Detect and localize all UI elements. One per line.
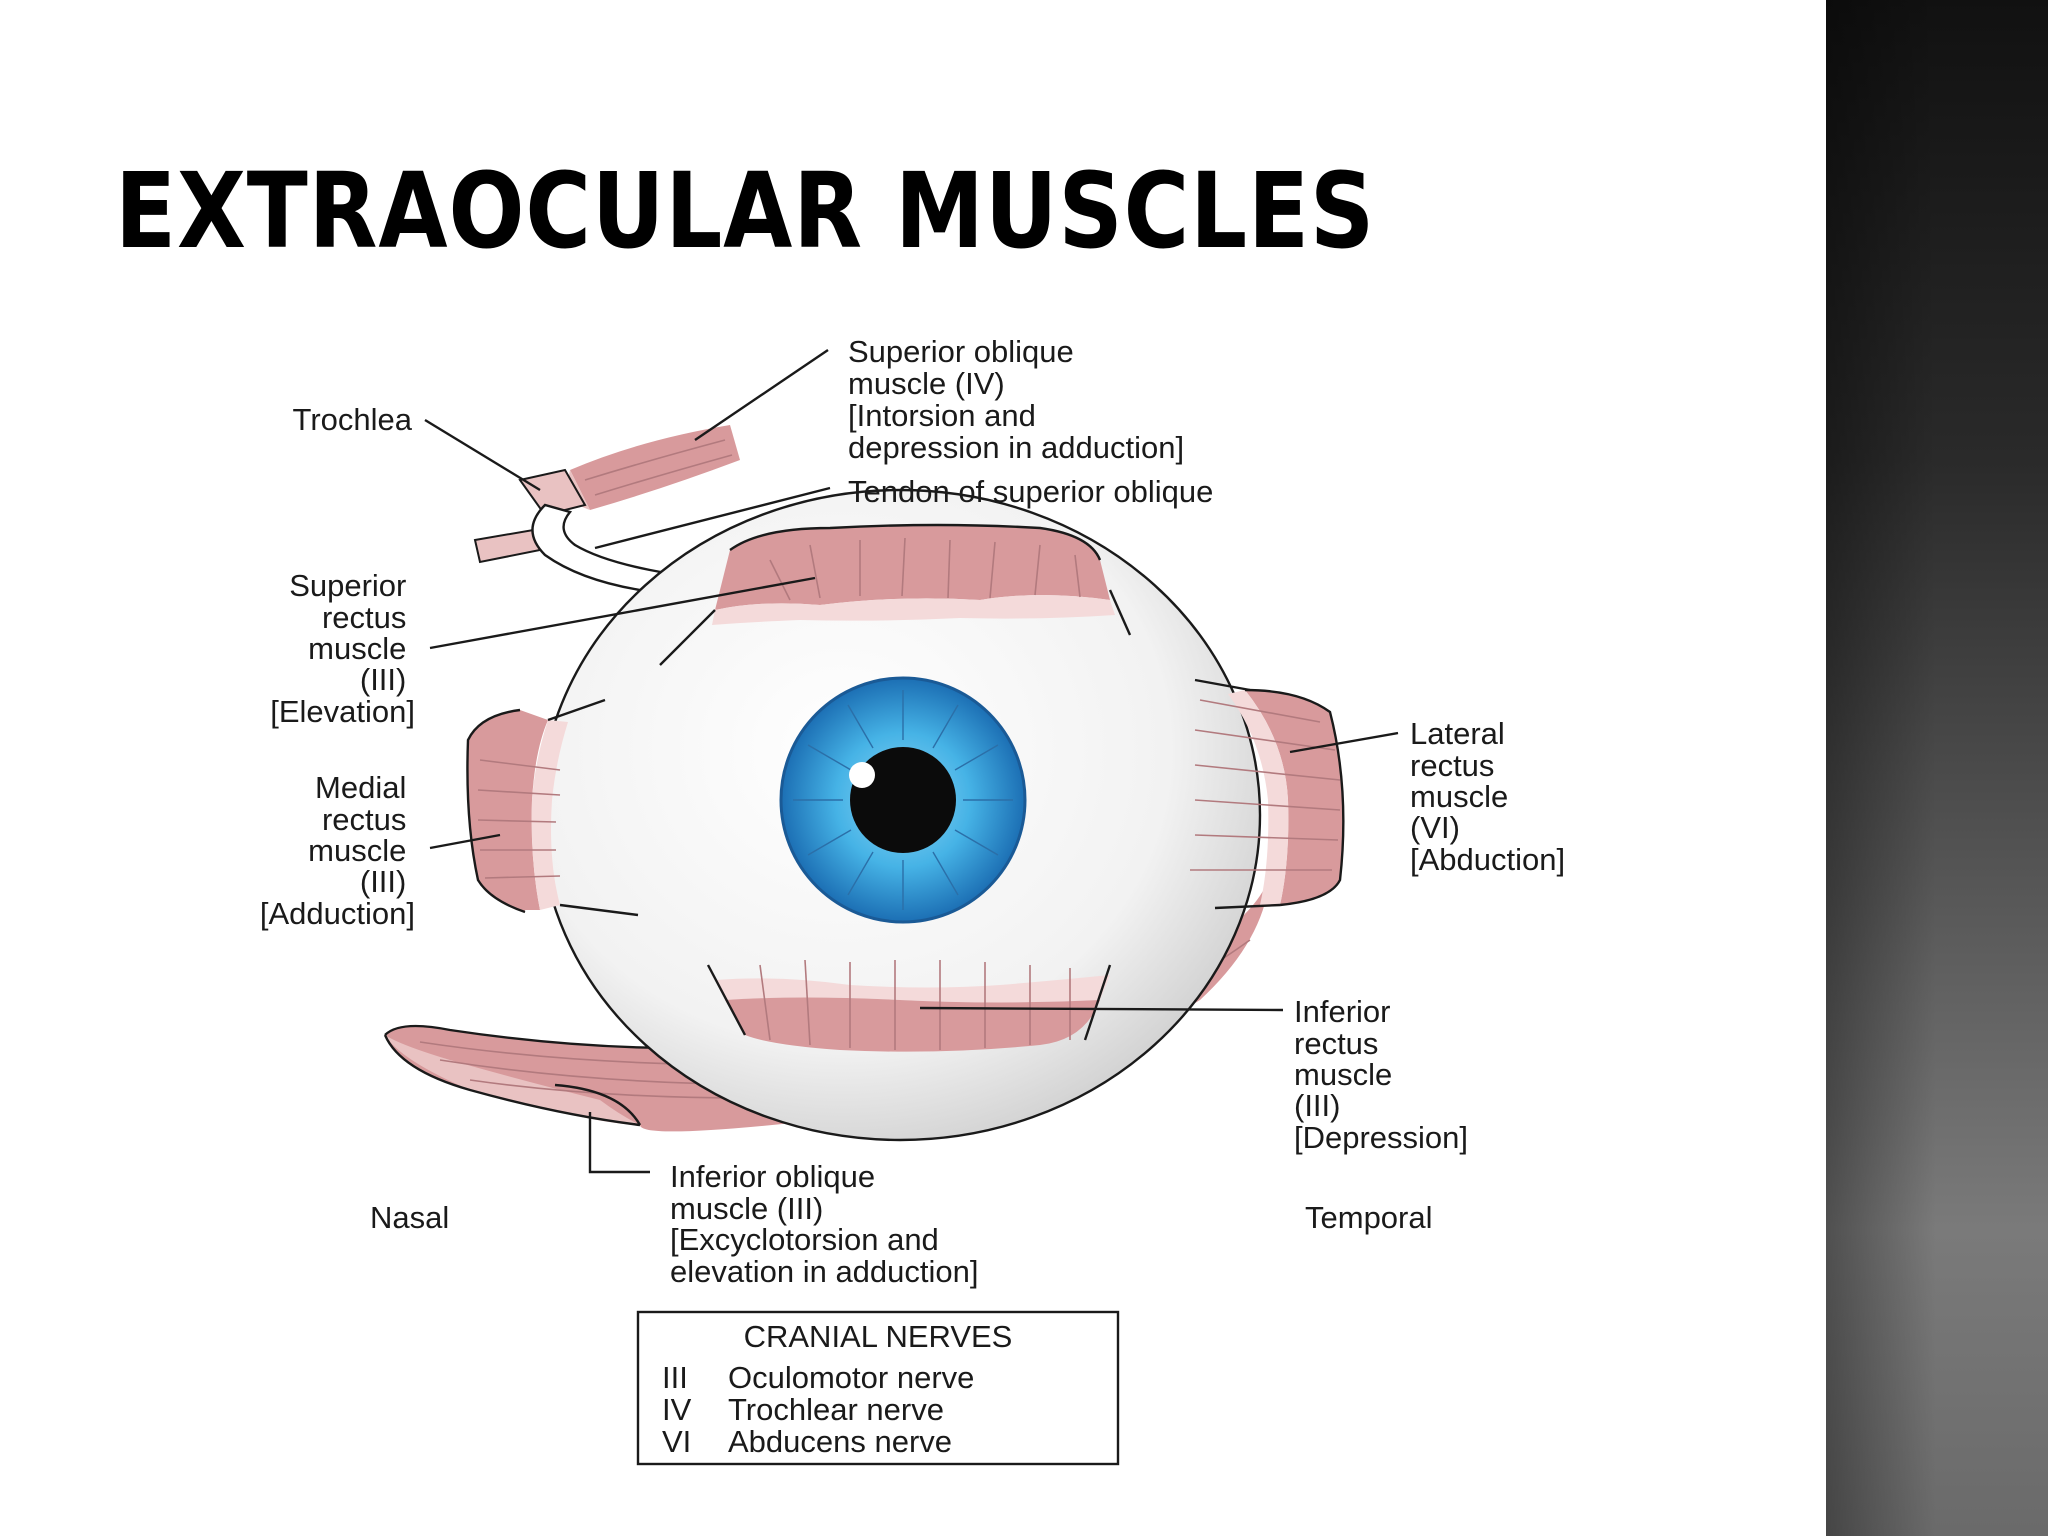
slide-title: EXTRAOCULAR MUSCLES: [115, 150, 1376, 272]
legend-row-numeral: VI: [662, 1424, 691, 1459]
lateral-rectus-muscle: [1190, 678, 1345, 910]
cranial-nerves-legend: CRANIAL NERVES III Oculomotor nerve IV T…: [636, 1310, 1120, 1466]
legend-row-numeral: IV: [662, 1392, 692, 1427]
medial-rectus-muscle: [466, 698, 639, 917]
legend-row-name: Abducens nerve: [728, 1424, 952, 1459]
label-medial-rectus: Medial rectus muscle (III) [Adduction]: [260, 770, 415, 931]
label-nasal: Nasal: [370, 1200, 449, 1235]
label-inferior-rectus: Inferior rectus muscle (III) [Depression…: [1294, 994, 1468, 1155]
leader-lines: [424, 349, 1399, 1174]
label-trochlea: Trochlea: [293, 402, 413, 437]
pupil-highlight: [849, 762, 875, 788]
extraocular-muscles-diagram: Trochlea Superior oblique muscle (IV) [I…: [260, 334, 1565, 1466]
legend-row-numeral: III: [662, 1360, 688, 1395]
legend-row-name: Trochlear nerve: [728, 1392, 944, 1427]
label-temporal: Temporal: [1305, 1200, 1433, 1235]
superior-oblique-muscle: [565, 425, 740, 510]
label-tendon-superior-oblique: Tendon of superior oblique: [848, 474, 1213, 509]
label-lateral-rectus: Lateral rectus muscle (VI) [Abduction]: [1410, 716, 1565, 877]
pupil: [850, 747, 956, 853]
legend-row-name: Oculomotor nerve: [728, 1360, 974, 1395]
inferior-rectus-muscle: [706, 959, 1112, 1052]
label-inferior-oblique: Inferior oblique muscle (III) [Excycloto…: [670, 1159, 979, 1289]
trochlea: [473, 468, 587, 564]
label-superior-oblique: Superior oblique muscle (IV) [Intorsion …: [848, 334, 1184, 465]
superior-rectus-muscle: [659, 523, 1132, 666]
legend-heading: CRANIAL NERVES: [744, 1319, 1013, 1354]
decorative-side-bar: [1826, 0, 2048, 1536]
label-superior-rectus: Superior rectus muscle (III) [Elevation]: [270, 568, 415, 729]
